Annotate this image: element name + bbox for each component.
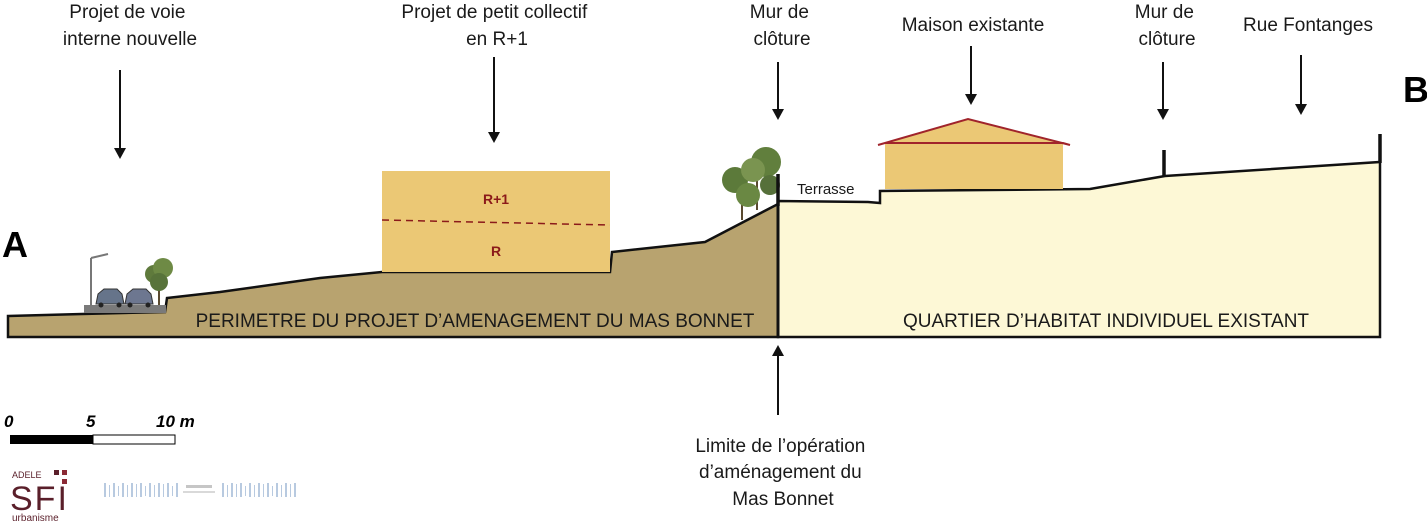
arrow-up-icon bbox=[772, 345, 784, 415]
partner-logo bbox=[104, 483, 296, 497]
existing-house bbox=[885, 143, 1063, 189]
level-upper-label: R+1 bbox=[483, 191, 509, 207]
existing-ground bbox=[776, 160, 1382, 339]
trees-icon bbox=[722, 147, 781, 220]
tree-small-icon bbox=[145, 258, 173, 305]
svg-text:SFI: SFI bbox=[10, 480, 69, 518]
annotation-collectif: Projet de petit collectif en R+1 bbox=[401, 2, 592, 50]
zone-existing-label: QUARTIER D’HABITAT INDIVIDUEL EXISTANT bbox=[903, 311, 1309, 332]
annotation-mur-2: Mur de clôture bbox=[1135, 2, 1199, 50]
arrow-down-icon bbox=[1295, 55, 1307, 115]
arrow-down-icon bbox=[965, 46, 977, 105]
floor-divider bbox=[381, 219, 611, 226]
annotation-mur-1: Mur de clôture bbox=[750, 2, 814, 50]
internal-road bbox=[84, 305, 166, 313]
svg-text:urbanisme: urbanisme bbox=[12, 513, 59, 524]
house-roof bbox=[877, 117, 1071, 146]
terrace-label: Terrasse bbox=[797, 181, 855, 198]
annotation-limite: Limite de l’opération d’aménagement du M… bbox=[695, 436, 870, 510]
scale-label-10: 10 m bbox=[156, 412, 195, 431]
svg-text:ADELE: ADELE bbox=[12, 470, 42, 480]
zone-project-label: PERIMETRE DU PROJET D’AMENAGEMENT DU MAS… bbox=[196, 311, 755, 332]
annotation-voie: Projet de voie interne nouvelle bbox=[63, 2, 197, 50]
section-start-letter: A bbox=[2, 224, 28, 265]
arrow-down-icon bbox=[114, 70, 126, 159]
annotation-maison: Maison existante bbox=[902, 15, 1045, 36]
section-end-letter: B bbox=[1403, 69, 1427, 110]
scale-label-0: 0 bbox=[4, 412, 14, 431]
level-lower-label: R bbox=[491, 243, 501, 259]
scale-bar: 0 5 10 m bbox=[4, 412, 195, 445]
scale-label-5: 5 bbox=[86, 412, 96, 431]
arrow-down-icon bbox=[488, 57, 500, 143]
arrow-down-icon bbox=[772, 62, 784, 120]
arrow-down-icon bbox=[1157, 62, 1169, 120]
car-1-icon bbox=[95, 288, 125, 308]
car-2-icon bbox=[124, 288, 154, 308]
annotation-rue: Rue Fontanges bbox=[1243, 15, 1373, 36]
sfi-logo: ADELE SFI urbanisme bbox=[10, 470, 69, 524]
